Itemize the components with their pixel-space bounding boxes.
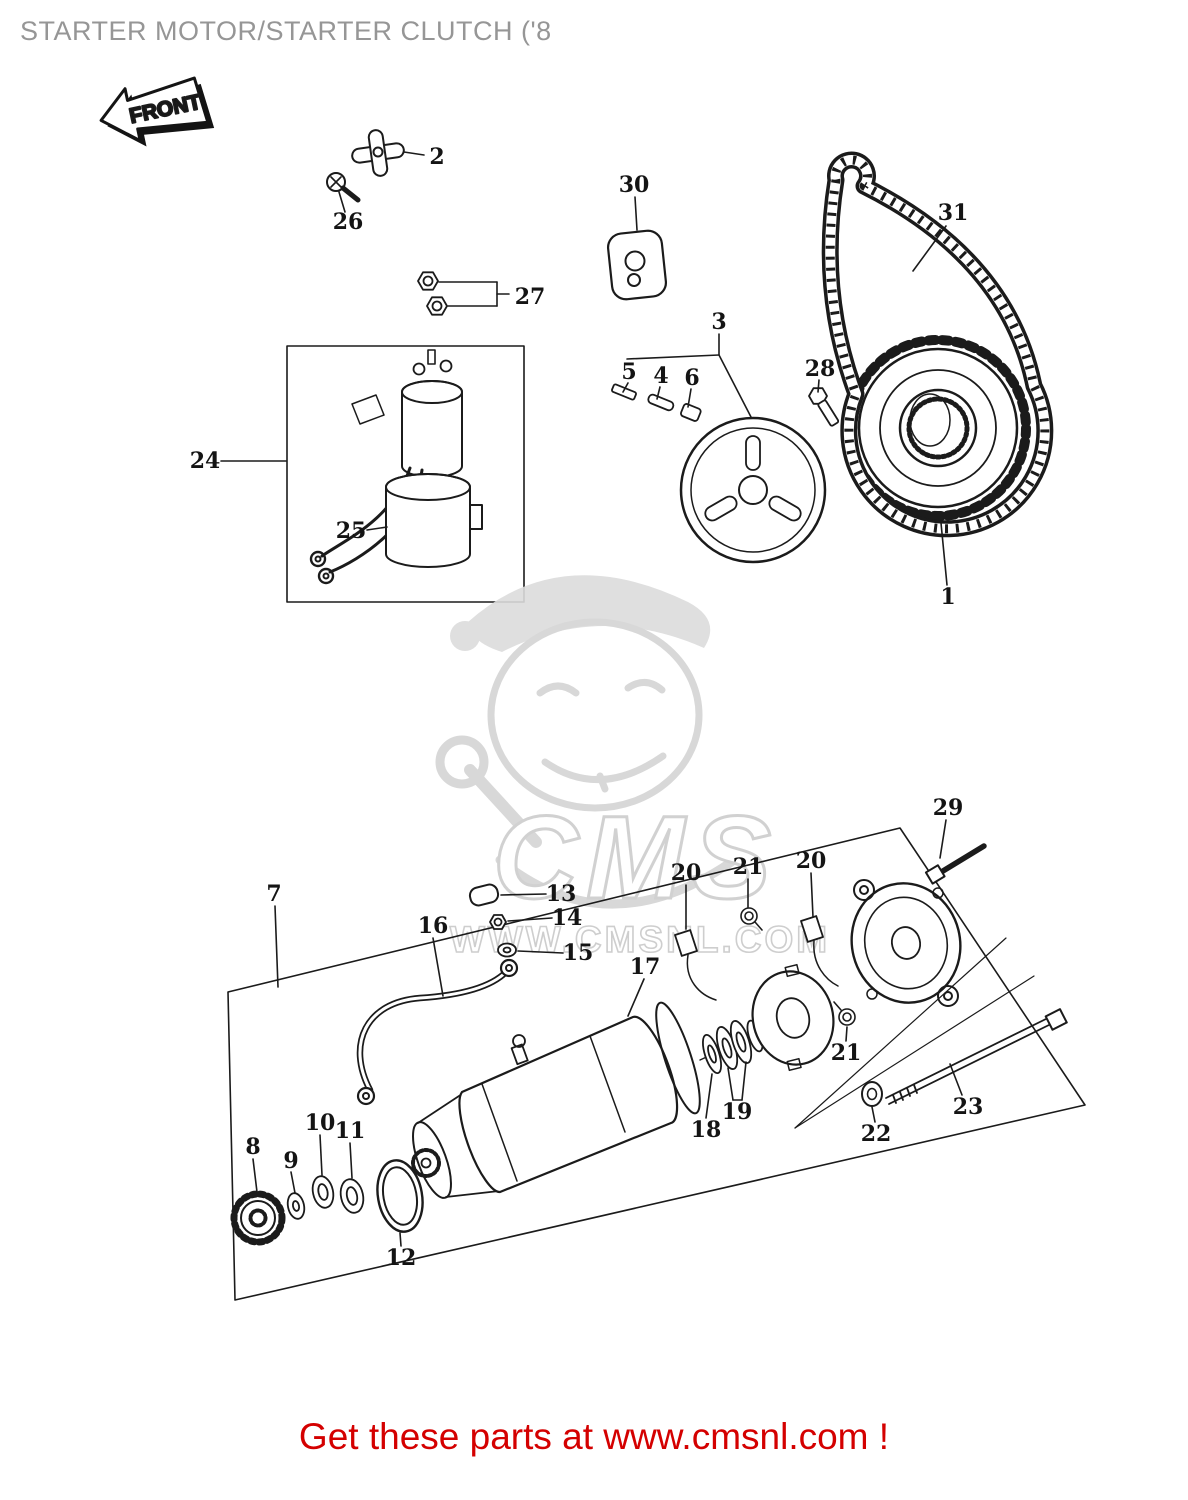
part-panel-7 <box>227 827 1086 1301</box>
part-bolt-28 <box>808 387 840 427</box>
part-solenoid-25 <box>309 349 483 585</box>
part-box-24 <box>286 345 525 603</box>
part-brush-20b <box>800 915 839 987</box>
front-arrow: FRONT <box>99 76 215 147</box>
part-brush-plate <box>751 963 835 1072</box>
part-gear-8 <box>230 1190 286 1246</box>
part-washer-15 <box>497 942 517 958</box>
part-screw-26 <box>326 172 361 203</box>
bottom-assembly <box>227 819 1086 1301</box>
part-nuts-27 <box>417 271 448 316</box>
part-gasket-ring <box>655 1001 701 1115</box>
part-cap-13 <box>468 883 500 907</box>
part-nut-22 <box>861 1081 883 1107</box>
part-clutch-plate-3 <box>679 416 827 564</box>
part-oring-12 <box>376 1159 424 1233</box>
part-spring-21b <box>833 1001 856 1026</box>
part-nut-14 <box>489 914 507 930</box>
part-washer-11 <box>339 1178 365 1214</box>
part-spring-21a <box>740 907 763 931</box>
part-bolt-23 <box>885 1008 1068 1105</box>
watermark-mascot <box>435 575 745 909</box>
page-title: STARTER MOTOR/STARTER CLUTCH ('8 <box>20 16 552 46</box>
watermark: CMS WWW.CMSNL.COM <box>435 575 828 961</box>
pointer-wedge <box>794 937 1035 1129</box>
part-starter-motor-17 <box>411 1015 679 1199</box>
top-assembly: FRONT <box>99 76 1045 603</box>
part-bracket-30 <box>606 229 668 301</box>
part-washer-10 <box>311 1175 335 1209</box>
part-end-cover <box>850 879 962 1007</box>
part-bolt-29 <box>924 843 987 885</box>
leader-lines-bottom <box>252 819 963 1247</box>
leader-lines-top <box>220 151 948 586</box>
part-small-546 <box>611 383 702 422</box>
part-brush-20a <box>674 929 717 1001</box>
part-washer-9 <box>286 1192 306 1220</box>
footer-cta-link[interactable]: Get these parts at www.cmsnl.com ! <box>298 1416 890 1457</box>
part-cable-16 <box>356 958 519 1106</box>
part-clamp-2 <box>351 129 405 177</box>
part-washers-18-19 <box>699 1019 771 1075</box>
watermark-brand: CMS <box>493 792 779 924</box>
